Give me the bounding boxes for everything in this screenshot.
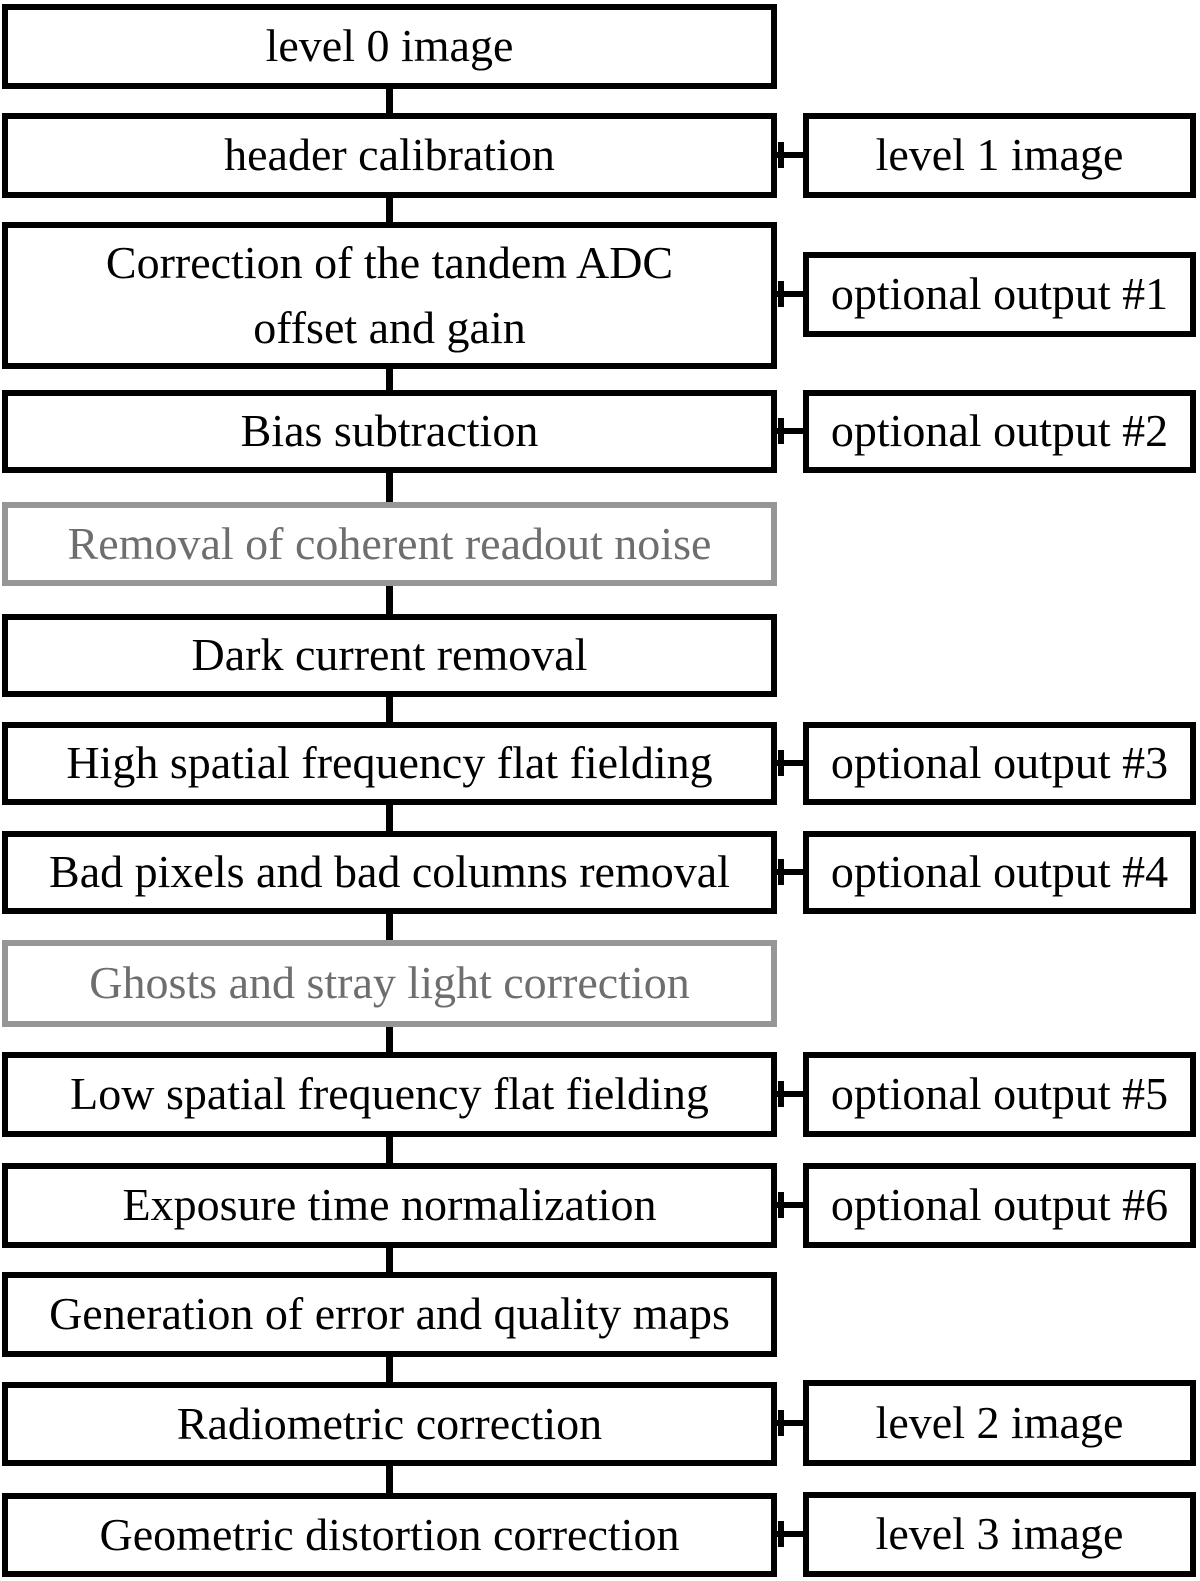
step-label: Radiometric correction [176, 1397, 603, 1449]
connector-line [386, 1027, 393, 1052]
connector-line [386, 586, 393, 614]
output-label: level 3 image [875, 1508, 1124, 1560]
connector-line [386, 1466, 393, 1493]
output-level-3-image: level 3 image [803, 1492, 1196, 1577]
output-connector-line [777, 152, 803, 158]
output-connector-line [777, 869, 803, 875]
step-label: Removal of coherent readout noise [67, 517, 712, 569]
connector-line [386, 914, 393, 940]
step-label: Low spatial frequency flat fielding [70, 1068, 709, 1120]
step-bad-pixels-removal: Bad pixels and bad columns removal [2, 831, 777, 914]
step-low-spatial-flat-fielding: Low spatial frequency flat fielding [2, 1052, 777, 1137]
connector-line [386, 89, 393, 113]
step-radiometric-correction: Radiometric correction [2, 1382, 777, 1466]
output-connector-line [777, 1202, 803, 1208]
output-connector-line [777, 1420, 803, 1426]
output-optional-3: optional output #3 [803, 722, 1196, 805]
step-exposure-time-normalization: Exposure time normalization [2, 1163, 777, 1248]
connector-tick [778, 1410, 784, 1436]
output-label: level 1 image [875, 129, 1124, 181]
step-header-calibration: header calibration [2, 113, 777, 198]
step-error-quality-maps: Generation of error and quality maps [2, 1272, 777, 1357]
output-label: optional output #6 [830, 1179, 1169, 1231]
connector-tick [778, 750, 784, 776]
connector-tick [778, 1081, 784, 1107]
step-label: Correction of the tandem ADC offset and … [105, 237, 674, 353]
step-dark-current-removal: Dark current removal [2, 614, 777, 697]
step-label: Geometric distortion correction [99, 1508, 680, 1560]
output-level-2-image: level 2 image [803, 1380, 1196, 1466]
step-label: Exposure time normalization [122, 1179, 657, 1231]
output-level-1-image: level 1 image [803, 113, 1196, 198]
step-level-0-image: level 0 image [2, 4, 777, 89]
step-tandem-adc-correction: Correction of the tandem ADC offset and … [2, 222, 777, 369]
step-label: header calibration [224, 129, 555, 181]
output-label: optional output #4 [830, 846, 1169, 898]
output-connector-line [777, 428, 803, 434]
output-optional-6: optional output #6 [803, 1163, 1196, 1248]
connector-tick [778, 1192, 784, 1218]
output-connector-line [777, 1091, 803, 1097]
connector-line [386, 1357, 393, 1382]
connector-tick [778, 281, 784, 307]
connector-line [386, 198, 393, 222]
step-coherent-readout-noise-removal: Removal of coherent readout noise [2, 502, 777, 586]
connector-tick [778, 142, 784, 168]
connector-line [386, 805, 393, 831]
output-optional-4: optional output #4 [803, 831, 1196, 914]
step-ghosts-stray-light-correction: Ghosts and stray light correction [2, 940, 777, 1027]
connector-line [386, 369, 393, 390]
connector-tick [778, 859, 784, 885]
step-label: Dark current removal [191, 629, 588, 681]
output-label: optional output #3 [830, 737, 1169, 789]
step-bias-subtraction: Bias subtraction [2, 390, 777, 473]
step-label: level 0 image [265, 20, 514, 72]
output-connector-line [777, 291, 803, 297]
connector-line [386, 473, 393, 502]
connector-tick [778, 418, 784, 444]
connector-line [386, 1137, 393, 1163]
output-connector-line [777, 1531, 803, 1537]
step-label: High spatial frequency flat fielding [66, 737, 713, 789]
output-optional-1: optional output #1 [803, 252, 1196, 337]
step-label: Generation of error and quality maps [49, 1288, 730, 1340]
output-label: optional output #1 [830, 268, 1169, 320]
output-label: optional output #5 [830, 1068, 1169, 1120]
step-label: Ghosts and stray light correction [89, 957, 690, 1009]
output-optional-5: optional output #5 [803, 1052, 1196, 1137]
connector-line [386, 697, 393, 722]
output-label: optional output #2 [830, 405, 1169, 457]
output-optional-2: optional output #2 [803, 390, 1196, 473]
output-connector-line [777, 760, 803, 766]
connector-tick [778, 1521, 784, 1547]
step-label: Bad pixels and bad columns removal [49, 846, 730, 898]
step-high-spatial-flat-fielding: High spatial frequency flat fielding [2, 722, 777, 805]
connector-line [386, 1248, 393, 1272]
step-label: Bias subtraction [240, 405, 539, 457]
step-geometric-distortion-correction: Geometric distortion correction [2, 1493, 777, 1577]
output-label: level 2 image [875, 1396, 1124, 1448]
